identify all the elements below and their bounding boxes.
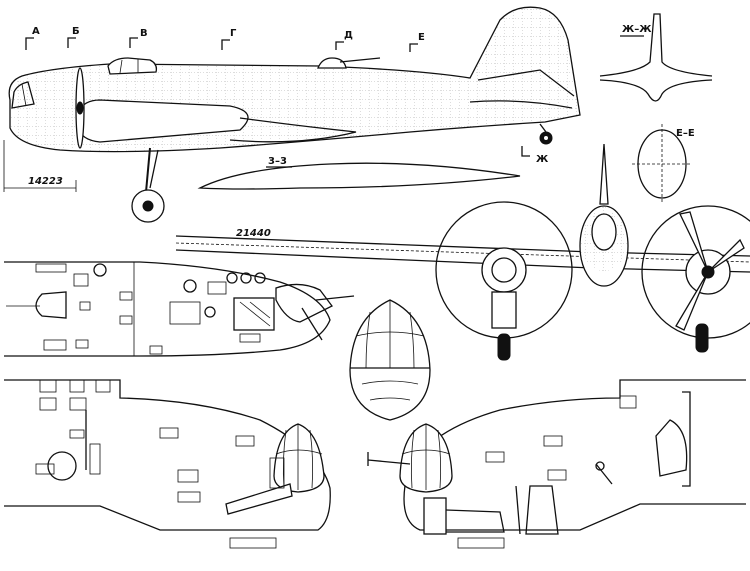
- nose-glazing-view: [349, 299, 431, 421]
- interior-left: [4, 379, 331, 549]
- section-zh-zh-title: Ж–Ж: [622, 24, 652, 35]
- section-3-3: 3–3: [197, 156, 521, 190]
- section-b-label: Б: [72, 26, 80, 37]
- plan-view-cockpit: [4, 261, 355, 357]
- section-zh-label: Ж: [536, 154, 549, 165]
- section-3-3-title: 3–3: [268, 156, 287, 167]
- section-e-label: Е: [418, 32, 425, 43]
- section-zh-zh: Ж–Ж: [599, 13, 713, 102]
- side-view: 14223: [3, 6, 581, 223]
- section-a-label: А: [32, 26, 40, 37]
- section-markers: А Б В Г Д Е Ж: [25, 26, 549, 165]
- section-e-e-title: Е–Е: [676, 128, 695, 139]
- section-v-label: В: [140, 28, 148, 39]
- section-d-label: Д: [344, 30, 353, 41]
- front-view: 21440: [175, 143, 750, 361]
- section-e-e: Е–Е: [632, 124, 695, 204]
- length-dimension: 14223: [28, 176, 63, 187]
- interior-right: [367, 379, 746, 549]
- span-dimension: 21440: [236, 228, 271, 239]
- section-g-label: Г: [230, 28, 237, 39]
